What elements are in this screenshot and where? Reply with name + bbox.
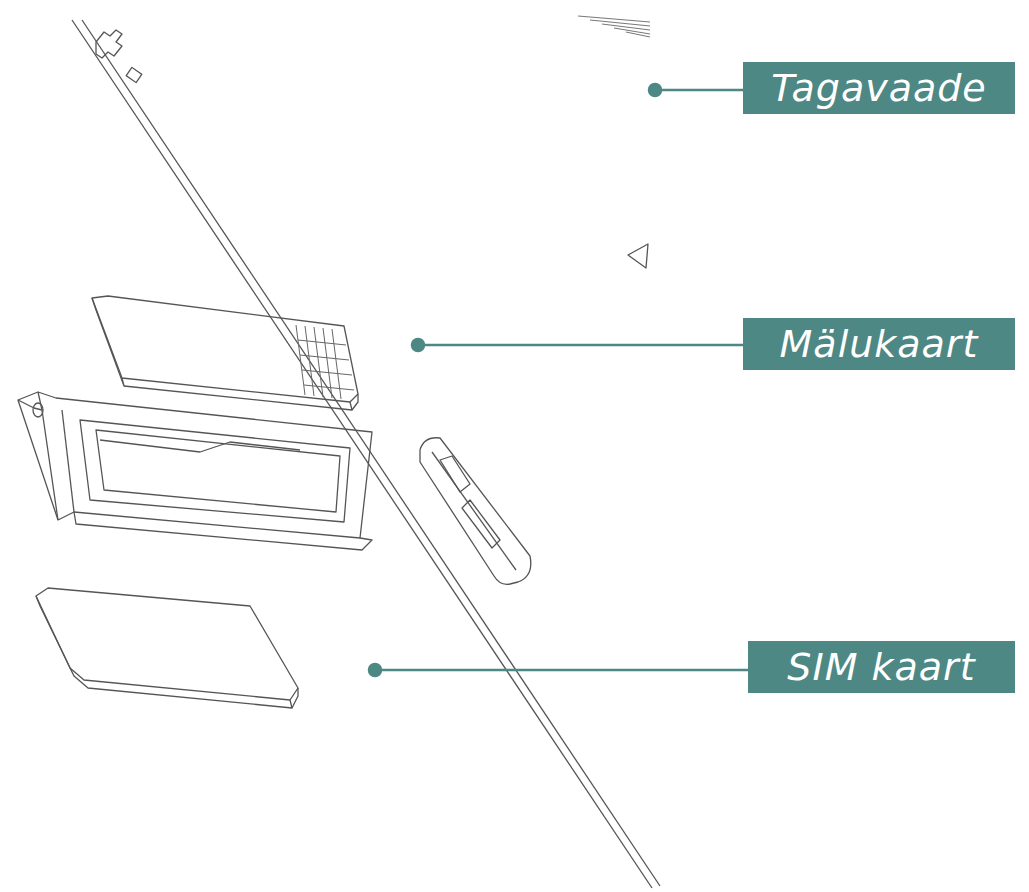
label-box: Mälukaart bbox=[743, 318, 1015, 370]
part-label: Tagavaade bbox=[771, 69, 986, 107]
sim-slot-detail bbox=[462, 500, 500, 548]
arrow-mark bbox=[628, 244, 648, 268]
memory-card bbox=[92, 296, 358, 402]
memory-card-edge bbox=[124, 386, 352, 410]
sim-tray-edge bbox=[62, 410, 74, 512]
phone-edge bbox=[72, 20, 652, 888]
sim-tray-edge bbox=[18, 400, 42, 410]
leader-line bbox=[418, 344, 743, 347]
leader-dot bbox=[369, 664, 381, 676]
sim-card-edge bbox=[74, 676, 292, 708]
leader-dot bbox=[412, 339, 424, 351]
memory-card-edge bbox=[92, 298, 124, 386]
part-label: Mälukaart bbox=[780, 325, 979, 363]
sim-card bbox=[36, 588, 298, 700]
leader-line bbox=[655, 89, 743, 92]
sim-slot-edge bbox=[432, 452, 516, 570]
sim-slot bbox=[420, 438, 531, 585]
leader-dot bbox=[649, 84, 661, 96]
sim-card-edge bbox=[36, 596, 74, 676]
leader-line bbox=[375, 669, 748, 672]
sim-tray-notch bbox=[100, 440, 300, 452]
sim-tray-slot bbox=[96, 430, 340, 512]
phone-edge bbox=[82, 20, 660, 886]
button-fragment bbox=[96, 30, 122, 58]
sim-card-edge bbox=[292, 688, 298, 708]
sim-tray-edge bbox=[74, 512, 372, 550]
memory-card-edge bbox=[352, 394, 358, 410]
sim-tray bbox=[18, 392, 372, 538]
label-box: Tagavaade bbox=[743, 62, 1015, 114]
hole-fragment bbox=[126, 67, 142, 82]
sim-tray-edge bbox=[38, 392, 58, 520]
eject-hole bbox=[33, 403, 43, 417]
sim-tray-slot bbox=[80, 420, 350, 522]
label-box: SIM kaart bbox=[748, 641, 1015, 693]
sim-slot-detail bbox=[440, 456, 470, 492]
part-label: SIM kaart bbox=[787, 648, 975, 686]
